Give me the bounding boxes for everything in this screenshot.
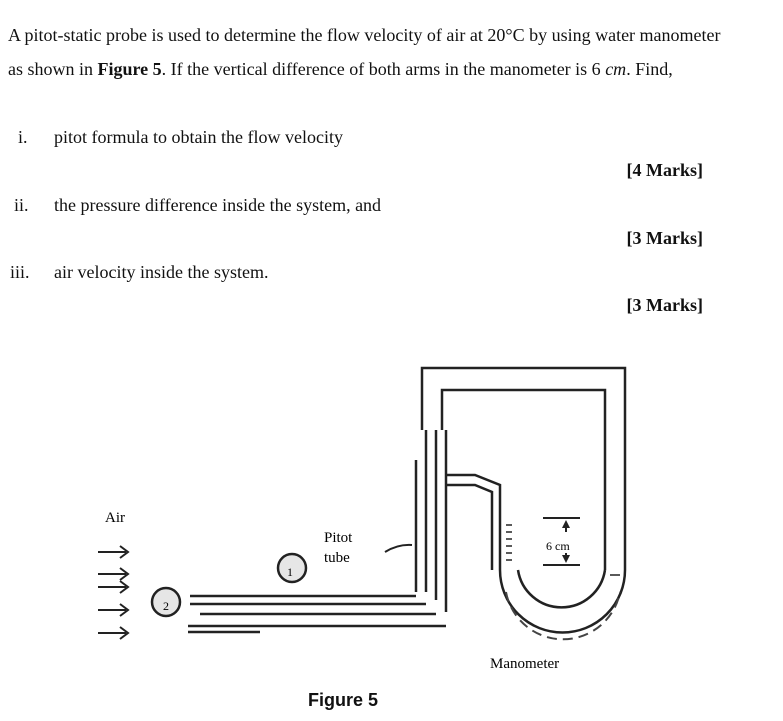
item-numeral-1: i.	[18, 127, 28, 147]
water-level	[505, 591, 621, 641]
inner-top-tube	[440, 388, 607, 570]
point-1-label: 1	[287, 565, 293, 579]
question-intro-end: . Find,	[626, 59, 673, 79]
figure-reference: Figure 5	[97, 59, 162, 79]
manometer-outer	[498, 569, 627, 634]
air-label: Air	[105, 510, 125, 526]
outer-top-tube	[420, 366, 627, 570]
figure-caption: Figure 5	[308, 690, 379, 710]
question-intro-cont: . If the vertical difference of both arm…	[161, 59, 606, 79]
item-text-1: pitot formula to obtain the flow velocit…	[54, 127, 343, 147]
item-marks-3: [3 Marks]	[626, 295, 703, 315]
pitot-figure: 1 2 Air Pitot tube 6 cm Manometer	[98, 366, 627, 672]
item-marks-2: [3 Marks]	[626, 228, 703, 248]
pitot-label-line1: Pitot	[324, 530, 353, 546]
question-intro: A pitot-static probe is used to determin…	[8, 25, 721, 79]
point-1-marker	[276, 552, 308, 584]
height-label: 6 cm	[546, 539, 570, 553]
item-numeral-2: ii.	[14, 195, 29, 215]
manometer-label: Manometer	[490, 656, 559, 672]
item-text-3: air velocity inside the system.	[54, 262, 269, 282]
question-paragraph: A pitot-static probe is used to determin…	[8, 18, 728, 86]
point-2-marker	[150, 586, 182, 618]
item-text-2: the pressure difference inside the syste…	[54, 195, 382, 215]
item-marks-1: [4 Marks]	[626, 160, 703, 180]
pitot-label-line2: tube	[324, 550, 350, 566]
manometer-inner	[516, 569, 607, 609]
unit-text: cm	[605, 59, 627, 79]
point-2-label: 2	[163, 599, 169, 613]
item-numeral-3: iii.	[10, 262, 30, 282]
